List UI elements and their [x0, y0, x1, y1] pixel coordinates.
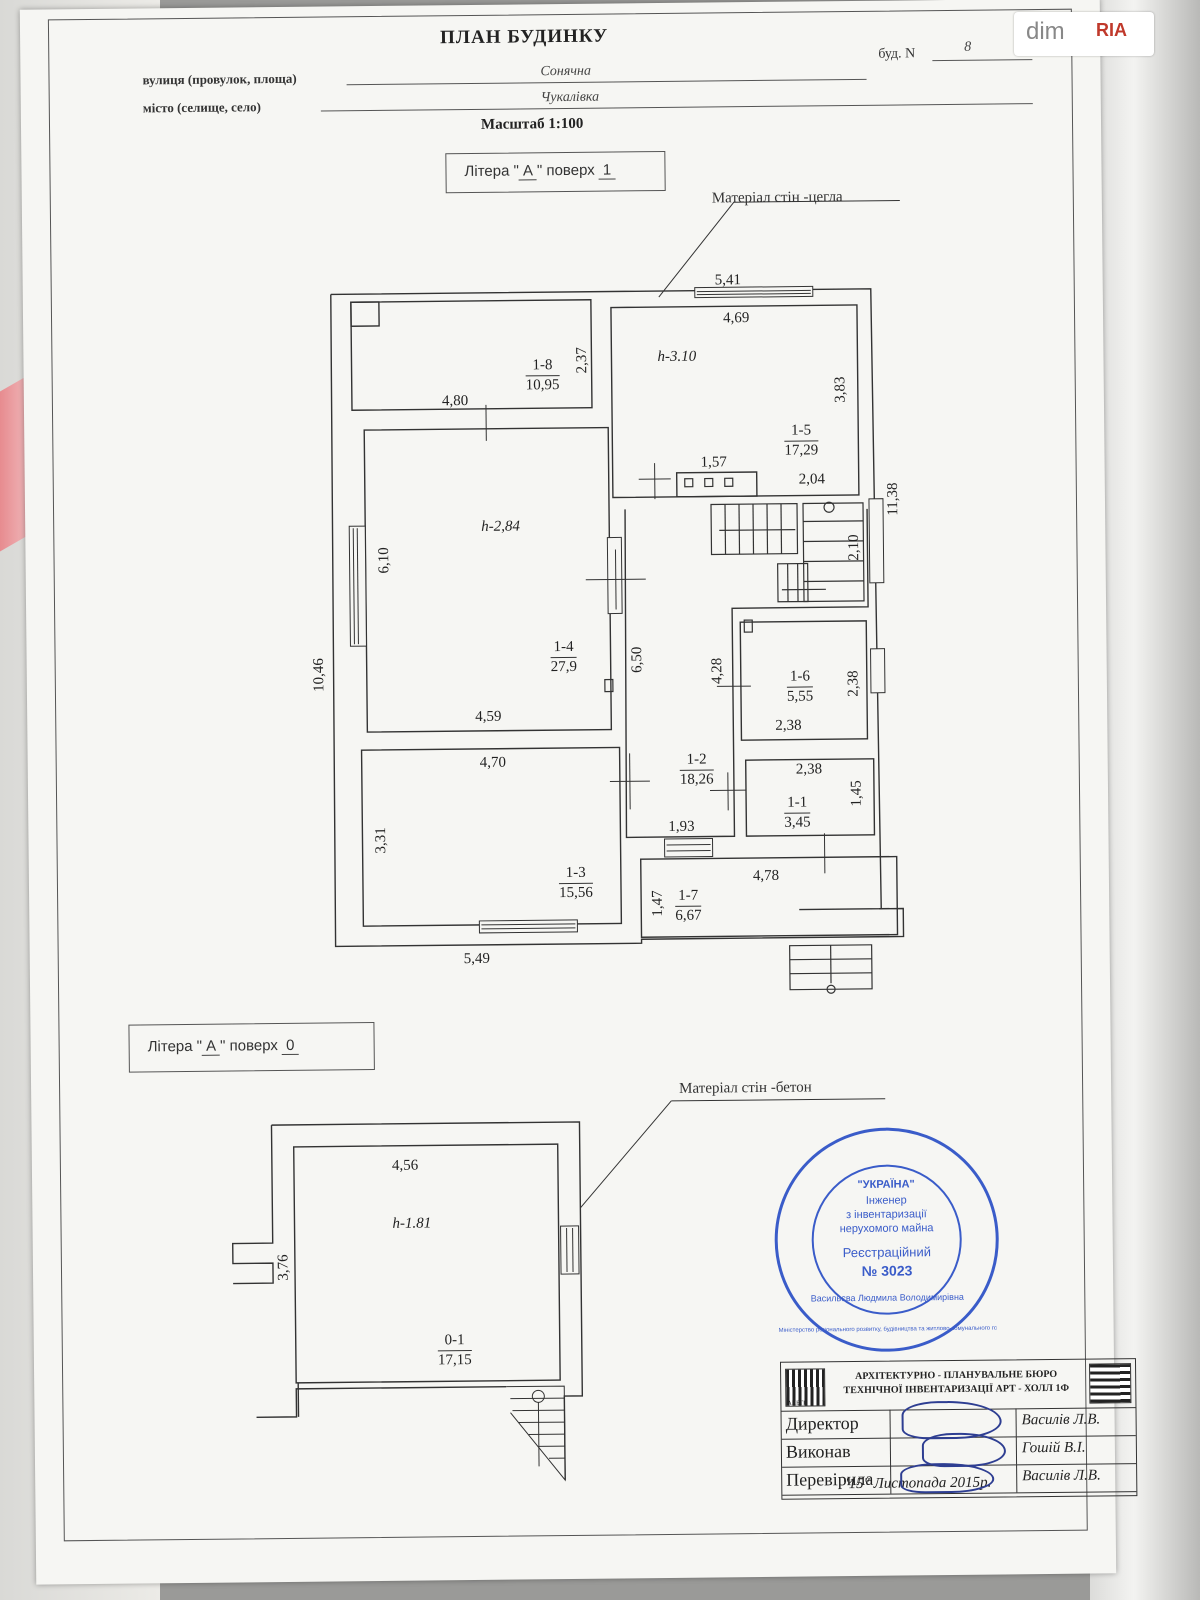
- floor1-walls: [330, 288, 905, 948]
- stamp-line6: № 3023: [861, 1262, 913, 1279]
- dim-4-80: 4,80: [441, 393, 469, 410]
- dim-2-38-room16: 2,38: [775, 717, 802, 734]
- dim-4-70: 4,70: [479, 754, 507, 771]
- name-executor: Гошій В.І.: [1021, 1439, 1086, 1457]
- floor0-material-label: Матеріал стін -бетон: [679, 1079, 812, 1097]
- dim-2-38-room11: 2,38: [795, 761, 823, 778]
- title-block: АПБТІ АРХІТЕКТУРНО - ПЛАНУВАЛЬНЕ БЮРО ТЕ…: [779, 1358, 1138, 1500]
- signature-executor: [921, 1432, 1007, 1468]
- watermark-ria: RIA: [1096, 20, 1127, 40]
- floor0-stairs: [506, 1225, 580, 1482]
- dim-2-10: 2,10: [845, 534, 863, 561]
- dim-3-31: 3,31: [372, 827, 390, 854]
- dim-3-76: 3,76: [275, 1254, 292, 1281]
- floor0-box-prefix: Літера ": [147, 1037, 203, 1056]
- dim-1-93: 1,93: [668, 818, 695, 835]
- bureau-name: АРХІТЕКТУРНО - ПЛАНУВАЛЬНЕ БЮРО ТЕХНІЧНО…: [831, 1368, 1081, 1399]
- signature-checker: [900, 1462, 995, 1494]
- dim-5-41: 5,41: [714, 272, 741, 289]
- floor1-door-marks: [485, 404, 826, 874]
- stamp-line5: Реєстраційний: [842, 1244, 932, 1261]
- floor-plan-drawing: [232, 199, 905, 1482]
- floor1-windows: [348, 285, 886, 934]
- floor0-box-mid: " поверх: [219, 1037, 278, 1055]
- stamp-line4: нерухомого майна: [839, 1222, 934, 1236]
- floor0-material-leader: [579, 1100, 672, 1209]
- dim-6-10: 6,10: [376, 547, 393, 574]
- name-director: Василів Л.В.: [1021, 1411, 1101, 1429]
- dim-4-78: 4,78: [752, 867, 780, 885]
- dim-2-38-vertical: 2,38: [845, 670, 862, 697]
- dimria-watermark: dim RIA: [1014, 12, 1154, 56]
- dim-5-49: 5,49: [463, 950, 491, 968]
- height-room-1-4: h-2,84: [481, 518, 521, 535]
- bureau-line2: ТЕХНІЧНОЇ ІНВЕНТАРИЗАЦІЇ АРТ - ХОЛЛ 1Ф: [843, 1382, 1070, 1397]
- height-room-1-5: h-3.10: [657, 348, 697, 366]
- stamp-line1: "УКРАЇНА": [857, 1178, 915, 1191]
- floor0-letter-box: Літера "А" поверх 0: [128, 1022, 375, 1073]
- dim-4-59: 4,59: [475, 708, 502, 725]
- floor0-box-floor: 0: [281, 1036, 299, 1056]
- dim-1-45: 1,45: [848, 780, 865, 807]
- stamp-holder: Васильєва Людмила Володимирівна: [810, 1291, 964, 1304]
- floor0-box-letter: А: [201, 1037, 221, 1056]
- dim-3-83: 3,83: [832, 376, 849, 403]
- floor0-walls: [232, 1121, 584, 1481]
- watermark-dim: dim: [1026, 18, 1065, 45]
- floor1-material-leader: [658, 201, 735, 298]
- dim-4-28: 4,28: [709, 657, 726, 685]
- stamp-line2: Інженер: [865, 1194, 907, 1207]
- name-checker: Василів Л.В.: [1022, 1467, 1101, 1485]
- role-executor: Виконав: [785, 1441, 851, 1462]
- dim-4-69: 4,69: [722, 310, 750, 327]
- dim-2-37: 2,37: [573, 347, 591, 374]
- dim-1-47: 1,47: [649, 890, 666, 917]
- role-director: Директор: [785, 1412, 859, 1434]
- official-stamp: "УКРАЇНА" Інженер з інвентаризації нерух…: [773, 1126, 1000, 1353]
- building-emblem-icon: [1089, 1363, 1132, 1404]
- dim-2-04: 2,04: [798, 471, 826, 488]
- height-room-0-1: h-1.81: [392, 1215, 432, 1232]
- dim-6-50: 6,50: [629, 646, 646, 673]
- document-sheet: ПЛАН БУДИНКУ вулиця (провулок, площа) Со…: [19, 0, 1138, 1585]
- bureau-logo-text: АПБТІ: [787, 1400, 806, 1407]
- stamp-line3: з інвентаризації: [845, 1208, 927, 1222]
- dim-11-38: 11,38: [884, 482, 902, 516]
- dim-1-57: 1,57: [700, 454, 727, 471]
- dim-10-46: 10,46: [310, 658, 328, 693]
- floor1-stairs: [604, 477, 873, 994]
- dim-4-56: 4,56: [391, 1157, 419, 1174]
